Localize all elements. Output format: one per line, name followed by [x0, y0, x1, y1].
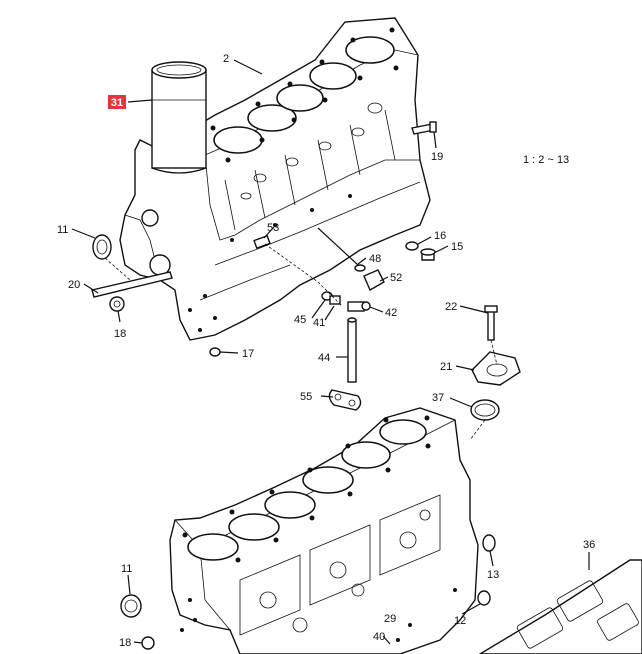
lower-cylinder-block — [169, 407, 479, 654]
callout-2: 2 — [223, 53, 229, 65]
plug-53 — [253, 234, 271, 250]
washer-18b — [141, 636, 155, 650]
callout-52: 52 — [390, 272, 402, 284]
sensor-52 — [363, 269, 385, 291]
head-gasket-36 — [478, 559, 642, 654]
callout-16: 16 — [434, 230, 446, 242]
washer-16 — [405, 241, 419, 251]
reference-note: 1 : 2 ~ 13 — [523, 154, 569, 166]
leader-lines — [71, 59, 590, 645]
callout-13: 13 — [487, 569, 499, 581]
callout-20: 20 — [68, 279, 80, 291]
callout-18b: 18 — [119, 637, 131, 649]
callout-17: 17 — [242, 348, 254, 360]
seal-ring-11a — [92, 234, 112, 260]
callout-11: 11 — [57, 224, 68, 236]
callout-53: 53 — [267, 222, 279, 234]
bolt-22 — [484, 305, 498, 341]
tube-44 — [347, 317, 357, 383]
valve-48 — [317, 227, 366, 272]
callout-21: 21 — [440, 361, 452, 373]
o-ring-37 — [470, 399, 500, 421]
callout-40: 40 — [373, 631, 385, 643]
bolt-19 — [411, 121, 437, 135]
callout-36: 36 — [583, 539, 595, 551]
callout-41: 41 — [313, 317, 325, 329]
cover-21 — [471, 351, 521, 386]
plug-45-41 — [321, 291, 341, 305]
cap-13 — [482, 534, 496, 552]
plug-15 — [420, 248, 436, 261]
callout-22: 22 — [445, 301, 457, 313]
fitting-42 — [347, 301, 371, 312]
assembly-lines — [104, 243, 498, 441]
callout-42: 42 — [385, 307, 397, 319]
highlighted-callout-31[interactable]: 31 — [108, 95, 126, 109]
callout-44: 44 — [318, 352, 330, 364]
callout-45: 45 — [294, 314, 306, 326]
washer-18a — [109, 296, 125, 312]
plug-12 — [477, 590, 491, 606]
cylinder-liner — [151, 61, 207, 174]
callout-55: 55 — [300, 391, 312, 403]
seal-ring-11b — [120, 594, 142, 618]
callout-48: 48 — [369, 253, 381, 265]
callout-11b: 11 — [121, 563, 132, 575]
callout-12: 12 — [454, 615, 466, 627]
plug-17 — [209, 347, 221, 357]
callout-29: 29 — [384, 613, 396, 625]
gasket-55 — [328, 389, 362, 411]
upper-cylinder-block — [119, 17, 431, 341]
callout-19: 19 — [431, 151, 443, 163]
callout-18: 18 — [114, 328, 126, 340]
callout-15: 15 — [451, 241, 463, 253]
callout-labels: 2 11 20 18 17 19 53 16 15 48 52 45 41 42… — [57, 53, 595, 649]
svg-text:31: 31 — [111, 97, 123, 109]
callout-37: 37 — [432, 392, 444, 404]
pin-20 — [91, 271, 173, 298]
